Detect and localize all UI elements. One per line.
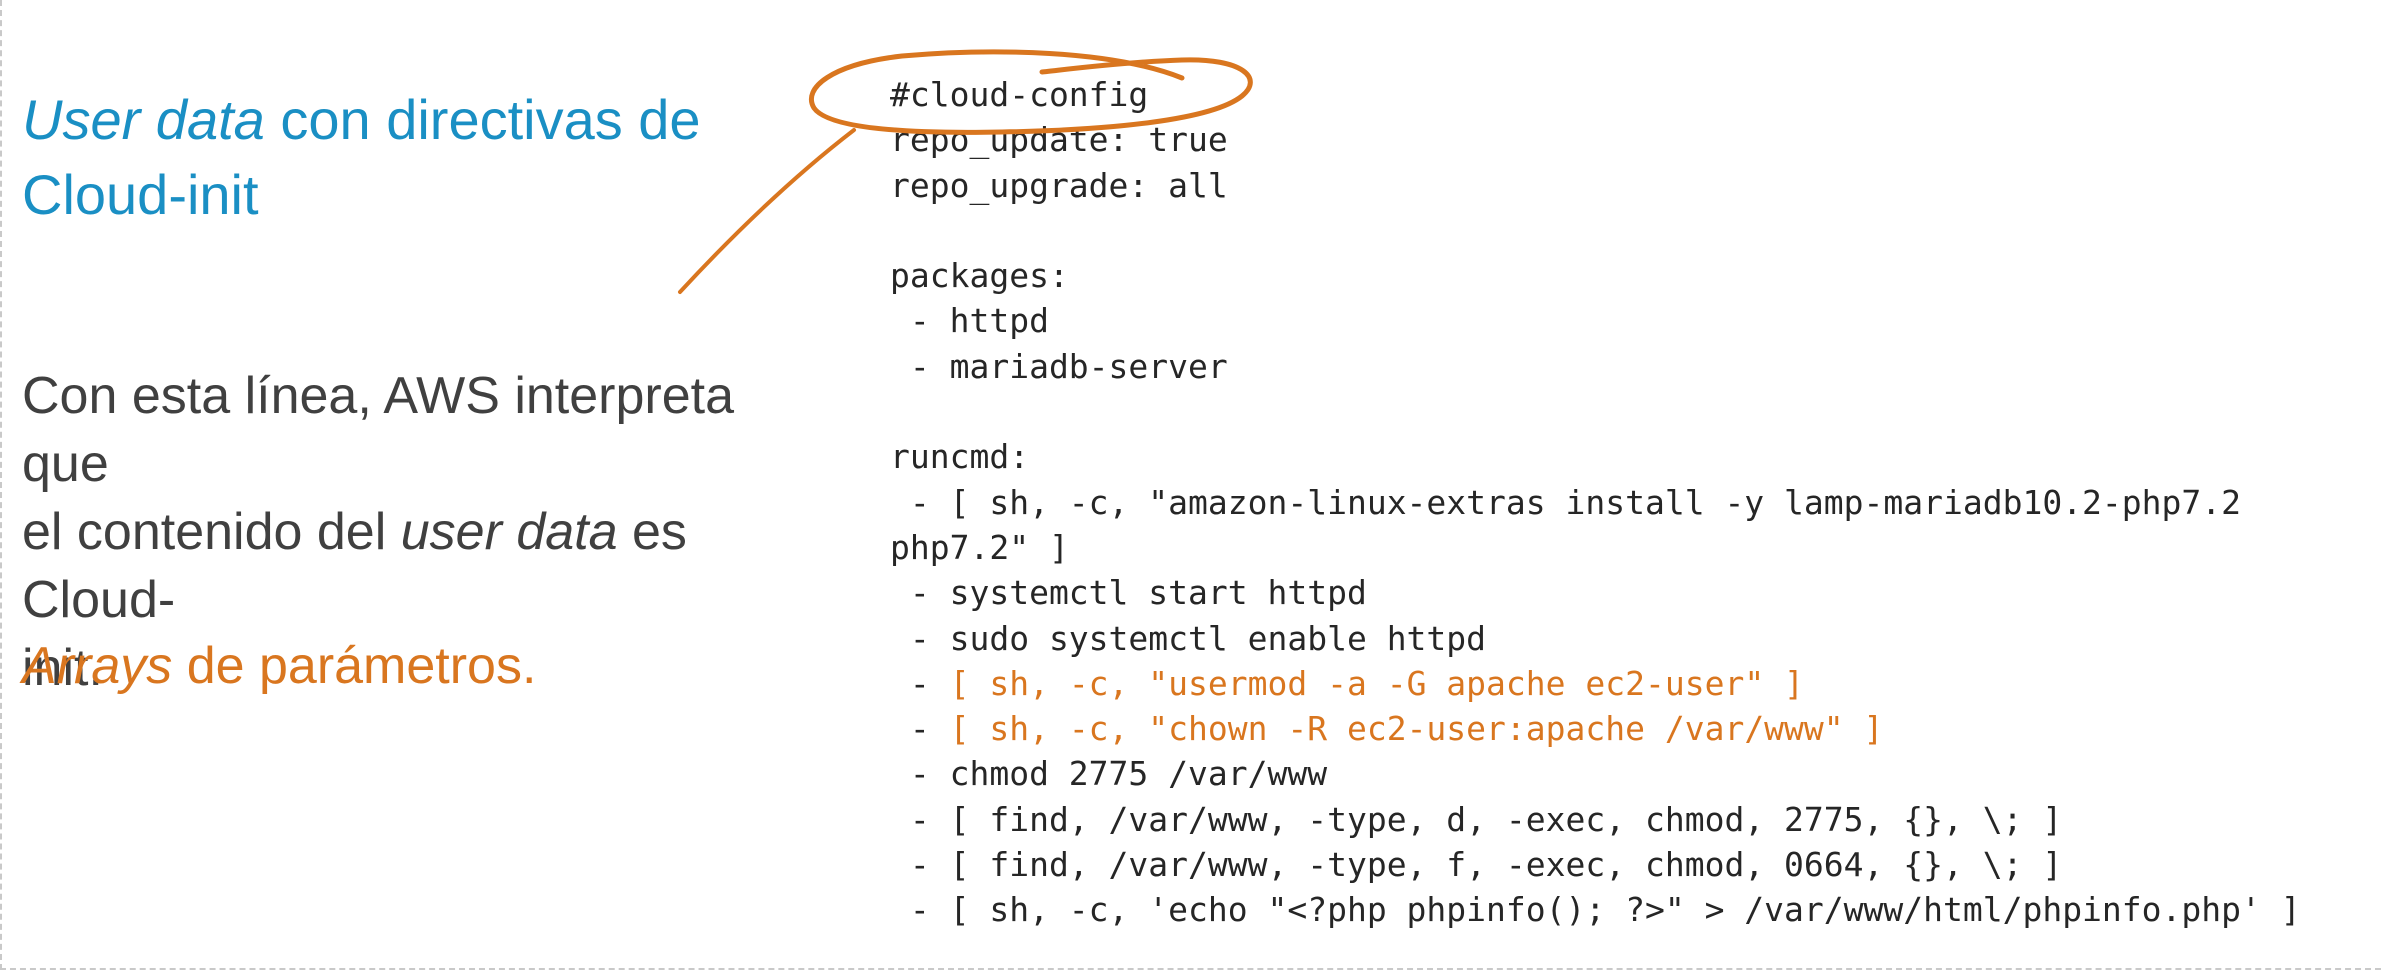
arrays-note-italic: Arrays: [22, 637, 173, 695]
description-line2b: user data: [400, 503, 618, 561]
code-line-prefix: -: [890, 663, 950, 703]
arrays-note: Arrays de parámetros.: [22, 632, 536, 700]
code-line: - mariadb-server: [890, 346, 1228, 386]
code-line: - [ find, /var/www, -type, d, -exec, chm…: [890, 799, 2063, 839]
code-block: #cloud-config repo_update: true repo_upgra…: [890, 72, 2301, 933]
description-line2c: es Cloud-: [22, 503, 687, 629]
chown-array: [ sh, -c, "chown -R ec2-user:apache /var…: [949, 709, 1884, 749]
description-line2a: el contenido del: [22, 503, 401, 561]
code-line: - [ sh, -c, 'echo "<?php phpinfo(); ?>" …: [890, 890, 2301, 930]
code-line: - chmod 2775 /var/www: [890, 754, 1328, 794]
code-line: runcmd:: [890, 437, 1030, 477]
usermod-array: [ sh, -c, "usermod -a -G apache ec2-user…: [949, 663, 1804, 703]
code-line-highlighted: - [ sh, -c, "chown -R ec2-user:apache /v…: [890, 706, 2301, 751]
description-line3: init.: [22, 639, 103, 697]
code-line: repo_upgrade: all: [890, 165, 1228, 205]
code-line: - [ find, /var/www, -type, f, -exec, chm…: [890, 845, 2063, 885]
title-rest: con directivas de: [264, 88, 701, 151]
code-line: php7.2" ]: [890, 527, 1069, 567]
code-line: repo_update: true: [890, 120, 1228, 160]
code-line: - sudo systemctl enable httpd: [890, 618, 1487, 658]
description-line1: Con esta línea, AWS interpreta que: [22, 367, 735, 493]
code-line: packages:: [890, 256, 1069, 296]
code-line: [890, 208, 2301, 253]
code-line: - systemctl start httpd: [890, 573, 1367, 613]
arrays-note-rest: de parámetros.: [172, 637, 537, 695]
code-line: #cloud-config: [890, 75, 1149, 114]
slide-title: User data con directivas de Cloud-init: [22, 82, 722, 232]
title-line2: Cloud-init: [22, 163, 259, 226]
code-line-highlighted: - [ sh, -c, "usermod -a -G apache ec2-us…: [890, 661, 2301, 706]
code-line: - httpd: [890, 301, 1049, 341]
code-line-prefix: -: [890, 709, 950, 749]
title-italic-part: User data: [22, 88, 265, 151]
code-line: [890, 389, 2301, 434]
description-text: Con esta línea, AWS interpreta que el co…: [22, 362, 822, 702]
code-line: - [ sh, -c, "amazon-linux-extras install…: [890, 482, 2242, 522]
